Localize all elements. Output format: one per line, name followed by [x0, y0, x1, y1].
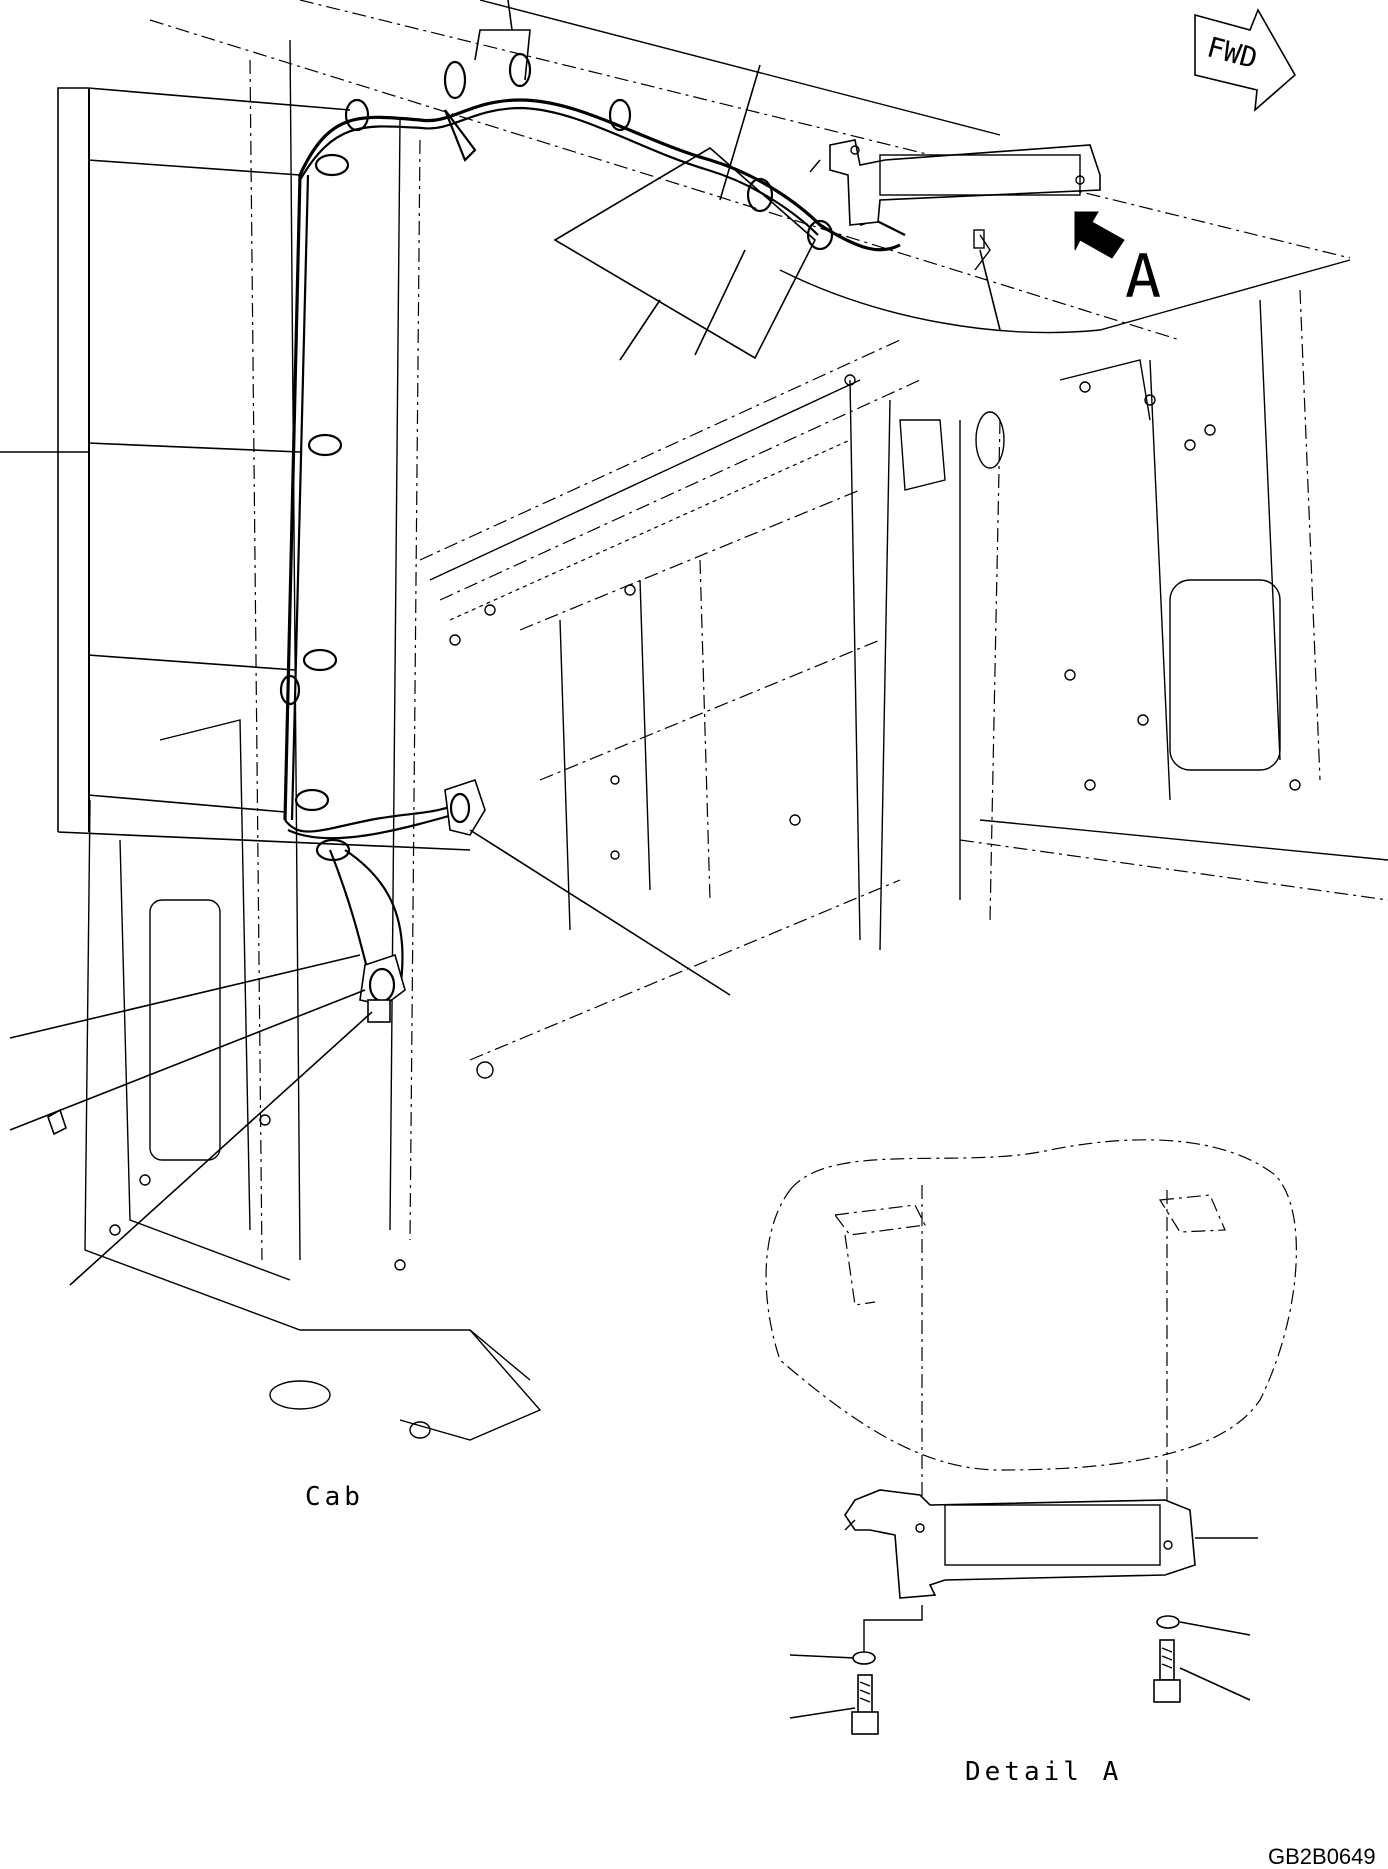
- washer-right: [1156, 1615, 1180, 1629]
- detail-caption: Detail A: [965, 1757, 1122, 1787]
- harness-grommet: [444, 778, 486, 836]
- lower-leaders: [9, 829, 731, 1286]
- bolt-right: [1153, 1639, 1181, 1703]
- callout-box: [474, 0, 1001, 361]
- view-marker-label: A: [1125, 242, 1161, 312]
- harness-clamps: [279, 52, 834, 862]
- callout-bar: [0, 87, 471, 851]
- wiring-harness: [283, 98, 991, 991]
- lamp-assembly: [47, 953, 406, 1136]
- detail-bracket: [844, 1489, 1196, 1599]
- washer-left: [852, 1651, 876, 1665]
- cab-caption: Cab: [305, 1482, 364, 1512]
- view-arrow-a: A: [1074, 211, 1161, 312]
- drawing-number: GB2B0649: [1268, 1844, 1376, 1869]
- fwd-arrow: FWD: [1194, 8, 1297, 112]
- bolt-left: [851, 1674, 879, 1735]
- view-direction-arrow: [1074, 211, 1125, 259]
- detail-a: [765, 1139, 1297, 1735]
- roof-bracket: [809, 139, 1101, 226]
- cab-structure: [84, 0, 1388, 1441]
